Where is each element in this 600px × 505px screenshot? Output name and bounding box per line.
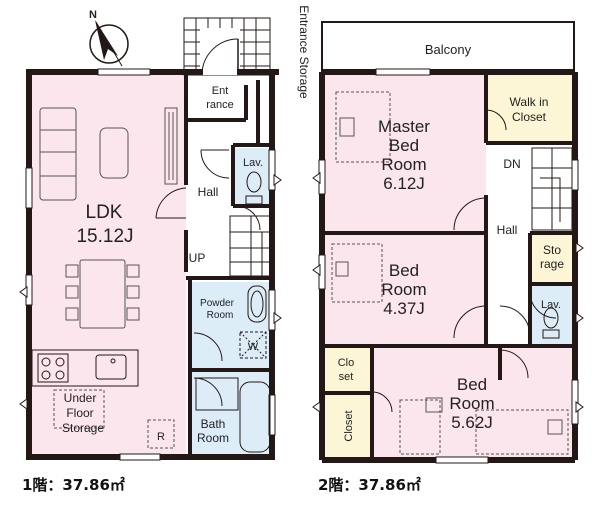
ldk-size: 15.12J <box>76 226 133 247</box>
floor2-area-label: 2階：37.86㎡ <box>318 476 421 494</box>
bed-b-label-1: Bed <box>457 375 487 394</box>
bath-room-label-2: Room <box>197 431 229 445</box>
storage-floor <box>530 235 572 283</box>
master-bed-floor <box>325 75 486 232</box>
floor1-window-markers <box>19 174 282 410</box>
floor1-windows <box>25 68 276 461</box>
bath-room-floor <box>190 372 270 457</box>
floor1-sanitary-fixtures <box>195 171 271 453</box>
closet-small-label-1: Clo <box>338 357 355 369</box>
floor1-stairs <box>229 215 273 277</box>
closet-small-label-2: set <box>339 371 354 383</box>
hall1-floor <box>186 120 236 280</box>
hall1-label: Hall <box>198 185 219 199</box>
floor2-inner-walls <box>325 72 575 460</box>
closet-vertical-label: Closet <box>343 410 355 441</box>
floor1-doors <box>155 149 261 407</box>
bed-a-label-2: Room <box>381 280 426 299</box>
compass-icon <box>89 20 129 67</box>
bed-b-label-2: Room <box>449 394 494 413</box>
lav2-floor <box>530 286 572 345</box>
entrance-storage-label: Entrance Storage <box>297 5 311 99</box>
floor1-area-label: 1階：37.86㎡ <box>22 476 125 494</box>
entrance-label-1: Ent <box>212 85 229 97</box>
under-floor-storage-hatch <box>53 389 105 429</box>
bed-a-label-1: Bed <box>389 261 419 280</box>
closet-small-floor <box>325 348 371 392</box>
floor2-doors <box>371 109 557 413</box>
powder-room-label-1: Powder <box>200 298 235 309</box>
lav2-label: Lav. <box>541 299 561 311</box>
ldk-floor <box>29 75 186 455</box>
stove-icon <box>37 353 69 383</box>
floor2-lav-fixture <box>542 307 560 339</box>
bed-a-size: 4.37J <box>383 299 425 318</box>
walk-in-closet-label-1: Walk in <box>510 95 549 109</box>
bed-b-floor <box>374 348 572 458</box>
under-floor-label-1: Under <box>64 391 97 405</box>
floor2-stairs <box>531 147 573 231</box>
bed-a-floor <box>325 235 486 345</box>
powder-room-floor <box>190 282 270 370</box>
closet-vertical-floor <box>325 395 371 458</box>
refrigerator-label: R <box>157 431 165 443</box>
floor1-inner-walls <box>184 72 272 457</box>
floor2-furniture <box>331 91 569 455</box>
hall2-label: Hall <box>497 223 518 237</box>
dn-label: DN <box>503 157 520 171</box>
bath-room-label-1: Bath <box>201 417 226 431</box>
ldk-name: LDK <box>86 202 123 223</box>
under-floor-label-3: Storage <box>62 421 104 435</box>
floor2-windows <box>318 68 579 464</box>
master-bed-label-2: Bed <box>389 136 419 155</box>
powder-room-label-2: Room <box>207 310 234 321</box>
refrigerator-box <box>147 419 175 449</box>
floor2-plan <box>312 21 584 464</box>
entrance-label-2: rance <box>206 99 234 111</box>
kitchen-counter <box>31 349 139 387</box>
floor2-window-markers <box>312 172 584 413</box>
storage-label-1: Sto <box>543 243 561 257</box>
washer-label: W <box>248 341 259 353</box>
up-label: UP <box>189 251 206 265</box>
ldk-furniture <box>39 107 178 329</box>
north-label: N <box>89 9 97 21</box>
floor1-plan <box>19 17 282 461</box>
under-floor-label-2: Floor <box>66 406 93 420</box>
storage-label-2: rage <box>540 257 564 271</box>
walk-in-closet-floor <box>486 75 572 143</box>
master-bed-label-1: Master <box>378 117 430 136</box>
master-bed-size: 6.12J <box>383 174 425 193</box>
entrance-floor <box>186 75 240 120</box>
walk-in-closet-label-2: Closet <box>512 110 547 124</box>
balcony-label: Balcony <box>425 42 472 57</box>
lav1-label: Lav. <box>243 157 263 169</box>
bed-b-size: 5.62J <box>451 413 493 432</box>
master-bed-label-3: Room <box>381 155 426 174</box>
